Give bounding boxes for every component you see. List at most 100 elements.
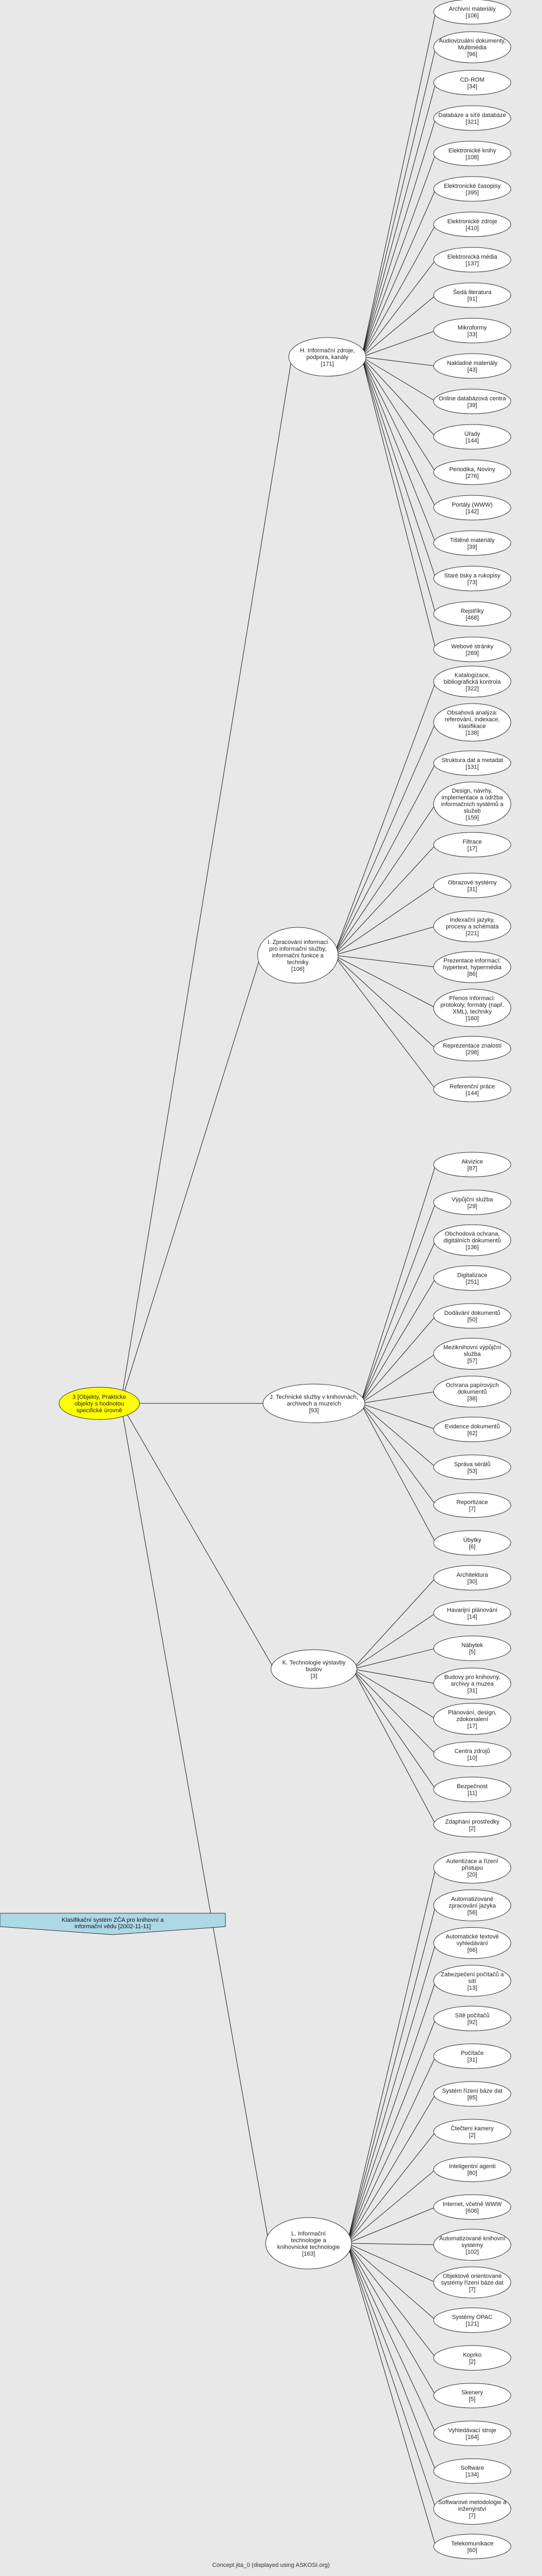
group-node-text: technologie a <box>291 2237 326 2244</box>
concept-node-text: Sítě počítačů <box>455 2012 489 2019</box>
concept-node-text: Reprezentace znalostí <box>443 1043 501 1049</box>
concept-node-text: protokoly, formáty (např. <box>441 1002 504 1008</box>
concept-node-text: [85] <box>467 2095 477 2101</box>
concept-node: Akvizice[87] <box>433 1152 511 1177</box>
group-node-shape <box>265 2217 352 2270</box>
concept-node-shape <box>433 2534 511 2559</box>
edge-group-child <box>352 1613 436 1670</box>
concept-node: Reprezentace znalostí[298] <box>433 1036 511 1062</box>
concept-node-text: archivy a muzea <box>451 1681 494 1687</box>
concept-node-text: [164] <box>466 2434 479 2440</box>
concept-node-text: [6] <box>469 1543 475 1550</box>
concept-node: Obsahová analýza:referování, indexace,kl… <box>433 703 511 742</box>
concept-node-text: [30] <box>467 1578 477 1585</box>
edge-group-child <box>347 1943 436 2244</box>
concept-node-shape <box>433 282 511 308</box>
concept-node-text: [92] <box>467 2019 477 2025</box>
group-node-shape <box>257 927 339 984</box>
concept-node-shape <box>433 1530 511 1556</box>
concept-node-shape <box>433 141 511 166</box>
concept-node: Design, návrhy,implementace a údržbainfo… <box>433 781 511 826</box>
concept-node-text: Automatické textové <box>445 1934 499 1940</box>
concept-node-shape <box>433 2420 511 2446</box>
edge-group-child <box>347 2243 436 2396</box>
concept-node-text: Nakladné materiály <box>447 360 498 367</box>
group-node-text: [171] <box>321 361 334 368</box>
concept-node: Archivní materiály[106] <box>433 0 511 25</box>
concept-node: Elektronické knihy[108] <box>433 141 511 166</box>
concept-node-text: Výpůjční služba <box>451 1196 493 1203</box>
root-node-shape <box>58 1387 140 1420</box>
edge-group-child <box>360 1391 436 1404</box>
concept-node-text: [50] <box>467 1316 477 1323</box>
concept-node-shape <box>433 1741 511 1767</box>
concept-node-text: [13] <box>467 1985 477 1991</box>
concept-node-text: XML), techniky <box>453 1008 492 1015</box>
concept-node: Počítače[31] <box>433 2043 511 2069</box>
concept-node-shape <box>433 703 511 742</box>
concept-node-shape <box>433 1565 511 1591</box>
edge-group-child <box>360 1164 436 1404</box>
concept-node: Sítě počítačů[92] <box>433 2006 511 2031</box>
concept-node-text: Reportizace <box>457 1499 488 1505</box>
group-node-text: K. Technologie výstavby <box>282 1660 346 1666</box>
concept-node-shape <box>433 1965 511 1997</box>
concept-node: Nábytek[5] <box>433 1635 511 1661</box>
concept-node-text: [468] <box>466 614 479 621</box>
edge-group-child <box>361 118 436 357</box>
concept-node-shape <box>433 1600 511 1626</box>
concept-node-text: Plánování, design, <box>448 1709 497 1716</box>
edge-root-group <box>120 1403 275 1670</box>
edge-group-child <box>347 2169 436 2244</box>
concept-node-text: [86] <box>467 971 477 978</box>
concept-node-text: [7] <box>469 2513 475 2519</box>
concept-node: Elektronické zdroje[410] <box>433 211 511 237</box>
concept-node-text: Digitalizace <box>457 1272 487 1278</box>
concept-node-text: Audiovizuální dokumenty, <box>439 38 506 45</box>
edge-group-child <box>361 356 436 508</box>
concept-node: Vyhledávací stroje[164] <box>433 2420 511 2446</box>
concept-node-text: [7] <box>469 2287 475 2293</box>
concept-node-text: [87] <box>467 1165 477 1172</box>
concept-node-shape <box>433 70 511 96</box>
edge-group-child <box>347 2243 436 2434</box>
group-node-text: podpora, kanály <box>306 354 349 361</box>
concept-node-shape <box>433 951 511 983</box>
concept-node-text: Správa sérálů <box>454 1461 490 1468</box>
concept-node-text: [31] <box>467 1688 477 1694</box>
edge-group-child <box>360 1403 436 1543</box>
legend-banner <box>0 1913 226 1935</box>
concept-node-text: vyhledávání <box>457 1941 488 1947</box>
concept-node-shape <box>433 31 511 63</box>
edge-root-group <box>120 356 292 1404</box>
concept-node: Digitalizace[251] <box>433 1265 511 1291</box>
concept-node: Indexační jazyky,procesy a schémata[221] <box>433 910 511 942</box>
edge-group-child <box>333 955 436 1090</box>
group-node-text: I. Zpracování informací <box>268 939 328 946</box>
concept-node: Obchodová ochrana,digitálních dokumentů[… <box>433 1224 511 1256</box>
concept-node: Online databázová centra[39] <box>433 389 511 414</box>
concept-node-shape <box>433 2156 511 2182</box>
concept-node: Budovy pro knihovny,archivy a muzea[31] <box>433 1667 511 1700</box>
concept-node: Periodika, Noviny[276] <box>433 459 511 485</box>
concept-node-text: Referenční práce <box>450 1084 495 1090</box>
concept-node-text: [66] <box>467 1947 477 1953</box>
concept-node-text: zpracování jazyka <box>449 1902 496 1909</box>
concept-node-text: bibliografická kontrola <box>444 679 501 685</box>
edge-group-child <box>333 885 436 956</box>
concept-node-text: Archivní materiály <box>449 6 496 12</box>
edge-group-child <box>347 2018 436 2244</box>
concept-node-text: [11] <box>467 1790 477 1797</box>
concept-node-text: [144] <box>466 1090 479 1096</box>
concept-node-text: [62] <box>467 1430 477 1437</box>
edge-group-child <box>333 955 436 1049</box>
concept-node-text: Zdaphání prostředky <box>445 1819 500 1825</box>
concept-node-text: [251] <box>466 1279 479 1285</box>
concept-node-text: [39] <box>467 544 477 550</box>
concept-node-text: Telekomunikace <box>451 2541 494 2547</box>
concept-node-shape <box>433 176 511 202</box>
concept-node-text: [20] <box>467 1872 477 1878</box>
